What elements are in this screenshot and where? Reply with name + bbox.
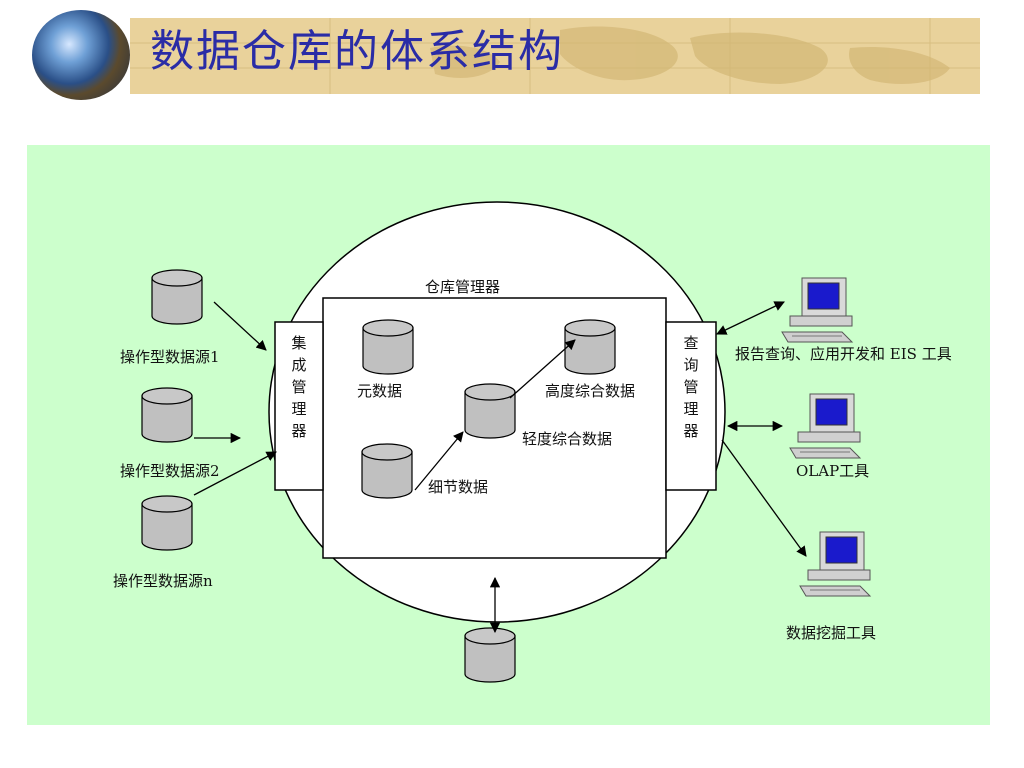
database-icon-detail [361,443,413,499]
query-manager-label: 查询管理器 [683,334,699,440]
source-n-label: 操作型数据源n [113,572,213,590]
warehouse-manager-label: 仓库管理器 [425,278,501,296]
computer-icon-olap [789,393,861,459]
arrow-light-to-high [509,339,576,399]
light-summary-label: 轻度综合数据 [522,430,613,448]
query-manager-box [665,321,717,491]
computer-icon-report [781,277,853,343]
database-icon-light-summary [464,383,516,439]
arrow-report [716,301,785,335]
database-icon-source-1 [151,269,203,325]
metadata-label: 元数据 [357,382,403,400]
arrow-source1 [213,301,267,351]
report-tools-label: 报告查询、应用开发和 EIS 工具 [735,345,952,363]
integration-manager-box [274,321,324,491]
olap-tools-label: OLAP工具 [796,462,870,480]
detail-data-label: 细节数据 [428,478,489,496]
source-1-label: 操作型数据源1 [120,348,220,366]
world-map-watermark [130,18,980,94]
computer-icon-mining [799,531,871,597]
database-icon-bottom [464,627,516,683]
page-title: 数据仓库的体系结构 [150,26,564,77]
arrow-mining [721,439,807,557]
source-2-label: 操作型数据源2 [120,462,220,480]
mining-tools-label: 数据挖掘工具 [786,624,877,642]
database-icon-metadata [362,319,414,375]
database-icon-source-2 [141,387,193,443]
integration-manager-label: 集成管理器 [291,334,307,440]
arrow-source-n [193,451,277,496]
database-icon-source-n [141,495,193,551]
arrow-detail-to-light [414,431,464,491]
title-banner [130,18,980,94]
high-summary-label: 高度综合数据 [545,382,636,400]
globe-icon [32,10,130,100]
database-icon-high-summary [564,319,616,375]
